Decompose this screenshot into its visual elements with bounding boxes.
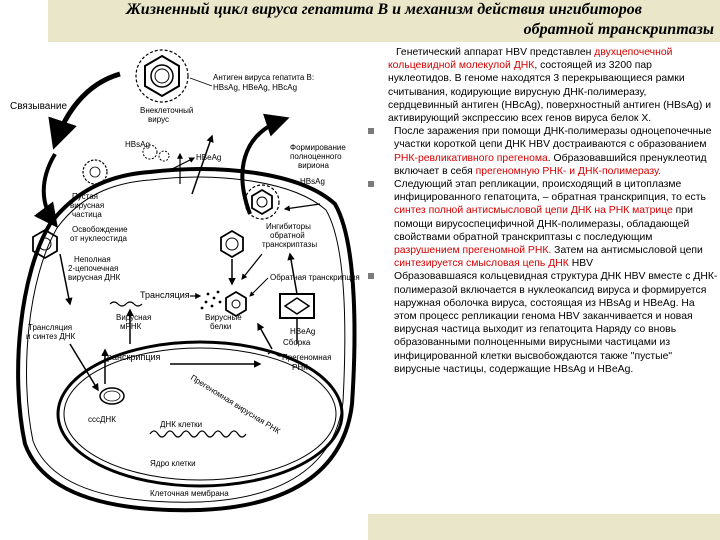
- p3-highlight-2: разрушением прегеномной РНК.: [394, 245, 552, 257]
- incomplete-label-1: Неполная: [74, 255, 111, 264]
- empty-label-1: Пустая: [72, 192, 98, 201]
- diagram-bottom-area: [0, 514, 368, 540]
- forming-virion: [244, 184, 280, 220]
- bullet-4: [368, 273, 374, 280]
- p2-text-a: После заражения при помощи ДНК-полимераз…: [394, 126, 712, 151]
- binding-label: Связывание: [10, 101, 67, 112]
- viral-mrna-label-1: Вирусная: [116, 313, 151, 322]
- cell-nucleus-label: Ядро клетки: [150, 459, 196, 468]
- nucleocapsid-with-rna: [220, 229, 244, 259]
- title-line-1: Жизненный цикл вируса гепатита В и механ…: [126, 1, 642, 18]
- entry-arrow: [33, 152, 58, 228]
- hbeag-top-label: HBeAg: [196, 153, 221, 162]
- incomplete-label-3: вирусная ДНК: [68, 273, 121, 282]
- reverse-transcription-box: [225, 290, 247, 318]
- transcription-label: Транскрипция: [102, 352, 160, 362]
- slide-title: Жизненный цикл вируса гепатита В и механ…: [50, 0, 718, 40]
- binding-arrow: [48, 71, 121, 150]
- p1-highlight: двухцепочечной кольцевидной молекулой ДН…: [388, 47, 673, 72]
- bullet-3: [368, 181, 374, 188]
- pregenomic-label-1: Прегеномная: [282, 353, 331, 362]
- cccdna-ring: [99, 387, 125, 405]
- antigen-label-2: HBsAg, HBeAg, HBcAg: [213, 83, 297, 92]
- extracellular-virus: [135, 49, 189, 103]
- viral-proteins-dots: [200, 290, 222, 310]
- bullet-2: [368, 128, 374, 135]
- translation-left-label-2: и синтез ДНК: [26, 332, 76, 341]
- p2-highlight-2: прегеномную РНК- и ДНК-полимеразу.: [475, 165, 662, 177]
- p1-text-c: , состоящей из 3200 пар нуклеотидов. В г…: [388, 60, 712, 125]
- cccdna-label: cccДНК: [88, 415, 116, 424]
- hbsag-right-label: HBsAg: [300, 177, 325, 186]
- empty-label-3: частица: [72, 210, 102, 219]
- title-band: [48, 0, 720, 42]
- p1-text-a: Генетический аппарат HBV представлен: [396, 47, 595, 58]
- cell-nucleus: [56, 340, 344, 488]
- incomplete-label-2: 2-цепочечная: [68, 264, 118, 273]
- paragraph-2: После заражения при помощи ДНК-полимераз…: [368, 125, 718, 178]
- hbv-life-cycle-diagram: Внеклеточный вирус Антиген вируса гепати…: [10, 49, 360, 513]
- inhibitors-label-3: транскриптазы: [262, 240, 317, 249]
- translation-mid-label: Трансляция: [140, 290, 190, 300]
- release-arrow: [240, 113, 290, 215]
- paragraph-3: Следующий этап репликации, происходящий …: [368, 178, 718, 270]
- pregenomic-label-2: РНК: [292, 363, 308, 372]
- paragraph-4: Образовавшаяся кольцевидная структура ДН…: [368, 270, 718, 376]
- viral-proteins-label-1: Вирусные: [205, 313, 242, 322]
- cell-dna-strand: [149, 430, 247, 438]
- uncoating-label-2: от нуклеостида: [70, 234, 128, 243]
- cell-dna-label: ДНК клетки: [160, 420, 202, 429]
- uncoating-label-1: Освобождение: [72, 225, 128, 234]
- inhibitors-label-1: Ингибиторы: [266, 222, 311, 231]
- antigen-label-1: Антиген вируса гепатита В:: [213, 73, 314, 82]
- empty-label-2: вирусная: [70, 201, 104, 210]
- uncoated-capsid: [32, 228, 58, 260]
- hbsag-top-label: HBsAg: [125, 140, 150, 149]
- p4-text: Образовавшаяся кольцевидная структура ДН…: [394, 271, 718, 375]
- formation-label-1: Формирование: [290, 143, 346, 152]
- description-text: Генетический аппарат HBV представлен дву…: [368, 46, 718, 376]
- p3-text-g: HBV: [568, 258, 594, 270]
- p3-text-c: при помощи вирусоспецифичной ДНК-полимер…: [394, 205, 693, 243]
- viral-proteins-label-2: белки: [210, 322, 231, 331]
- p3-highlight-3: синтезируется смысловая цепь ДНК: [394, 258, 569, 270]
- hbeag-low-label: HBeAg: [290, 327, 315, 336]
- title-line-2: обратной транскриптазы: [523, 21, 714, 38]
- cell-membrane-outline: [16, 167, 357, 513]
- p3-text-e: Затем на антисмысловой цепи: [551, 245, 703, 257]
- p2-highlight-1: РНК-ревликативного прегенома: [394, 152, 548, 164]
- formation-label-2: полноценного: [290, 152, 342, 161]
- extracellular-label-1: Внеклеточный: [140, 106, 193, 115]
- p2-text-c: . Образовавшийся пренуклеотид включает в…: [394, 152, 707, 177]
- translation-left-label-1: Трансляция: [28, 323, 72, 332]
- cell-membrane-label: Клеточная мембрана: [150, 489, 229, 498]
- paragraph-1: Генетический аппарат HBV представлен дву…: [368, 46, 718, 125]
- empty-virus-particle: [82, 159, 108, 185]
- hbsag-particles-top: [142, 144, 170, 162]
- p3-highlight-1: синтез полной антисмысловой цепи ДНК на …: [394, 205, 673, 217]
- assembly-label: Сборка: [283, 338, 311, 347]
- extracellular-label-2: вирус: [148, 115, 169, 124]
- reverse-transcription-label: Обратная транскрипция: [270, 273, 360, 282]
- formation-label-3: вириона: [298, 161, 330, 170]
- p3-text-a: Следующий этап репликации, происходящий …: [394, 179, 706, 204]
- pregenomic-rna-diagonal-label: Прегеномная вирусная РНК: [189, 373, 282, 436]
- inhibitors-label-2: обратной: [270, 231, 305, 240]
- viral-mrna-strand: [109, 301, 143, 307]
